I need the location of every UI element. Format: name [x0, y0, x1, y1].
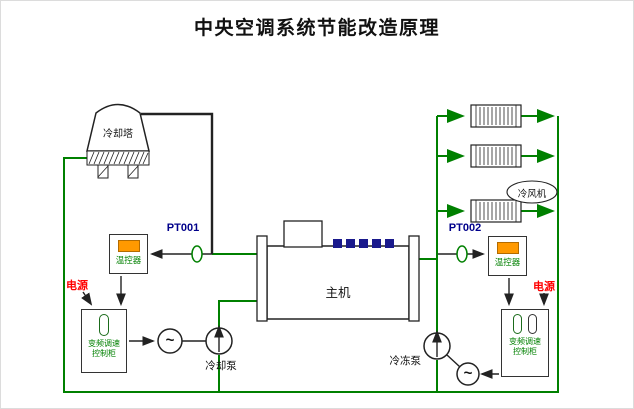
- thermostat-left-box: 温控器: [109, 234, 148, 274]
- thermostat-indicator: [117, 240, 140, 252]
- vfd-left-label-line1: 变频调速: [88, 339, 120, 348]
- vfd-left-label: 变频调速 控制柜: [82, 339, 126, 358]
- motor-right-ac-symbol: ~: [463, 365, 473, 382]
- vfd-right-label: 变频调速 控制柜: [502, 337, 548, 356]
- vfd-cabinet-right: 变频调速 控制柜: [501, 309, 549, 377]
- vfd-indicator: [99, 314, 109, 336]
- pump-to-mainunit-pipe: [218, 300, 257, 327]
- cooling-loop-pipe: [63, 116, 559, 393]
- thermostat-right-label: 温控器: [494, 257, 521, 267]
- vfd-left-label-line2: 控制柜: [92, 348, 116, 358]
- motor-left-symbol: [157, 328, 183, 354]
- pt002-label: PT002: [448, 222, 482, 234]
- main-unit-flange-left: [256, 235, 268, 322]
- tower-fill-band: [86, 150, 150, 166]
- chilled-pump-symbol: [423, 329, 451, 360]
- motor-right-shaft: [446, 354, 461, 368]
- motor-right-symbol: [456, 362, 480, 386]
- tower-feet-hatch: [97, 165, 139, 178]
- motor-left-ac-symbol: ~: [165, 332, 175, 349]
- power-left-label: 电源: [66, 280, 88, 292]
- signal-lines: [81, 249, 549, 379]
- cooling-tower-symbol: [86, 103, 150, 179]
- vfd-indicator: [513, 314, 522, 334]
- vfd-indicator: [528, 314, 537, 334]
- fan-cooler-tag-oval: [506, 180, 558, 204]
- tower-bell: [86, 103, 150, 152]
- tower-return-pipe: [141, 112, 214, 254]
- vfd-cabinet-left: 变频调速 控制柜: [81, 309, 127, 373]
- cooling-pump-symbol: [205, 324, 233, 355]
- thermostat-left-label: 温控器: [115, 255, 142, 265]
- pt002-sensor: [456, 245, 468, 263]
- vfd-right-label-line2: 控制柜: [513, 346, 537, 356]
- pt001-sensor: [191, 245, 203, 263]
- main-unit-symbol: [256, 220, 420, 322]
- terminal-block-squares: [333, 239, 394, 248]
- fan-cooler-label: 冷风机: [517, 189, 547, 200]
- chilled-pump-label: 冷冻泵: [389, 355, 422, 367]
- vfd-right-label-line1: 变频调速: [509, 337, 541, 346]
- diagram-title: 中央空调系统节能改造原理: [193, 18, 440, 39]
- fan-coil-units: [470, 104, 522, 223]
- water-pipes: [63, 109, 559, 393]
- cooling-pump-label: 冷却泵: [205, 360, 237, 372]
- main-unit-body: [266, 245, 410, 320]
- thermostat-indicator: [496, 242, 519, 254]
- main-unit-flange-right: [408, 235, 420, 322]
- power-right-label: 电源: [533, 281, 555, 293]
- vfd-indicators: [502, 310, 548, 334]
- main-unit-label: 主机: [325, 286, 351, 300]
- thermostat-right-box: 温控器: [488, 236, 527, 276]
- main-unit-top-box: [283, 220, 323, 248]
- cooling-tower-label: 冷却塔: [103, 129, 133, 140]
- tower-hatch: [88, 151, 149, 165]
- pt001-label: PT001: [166, 222, 200, 234]
- power-left-to-vfd-arrow: [81, 291, 93, 306]
